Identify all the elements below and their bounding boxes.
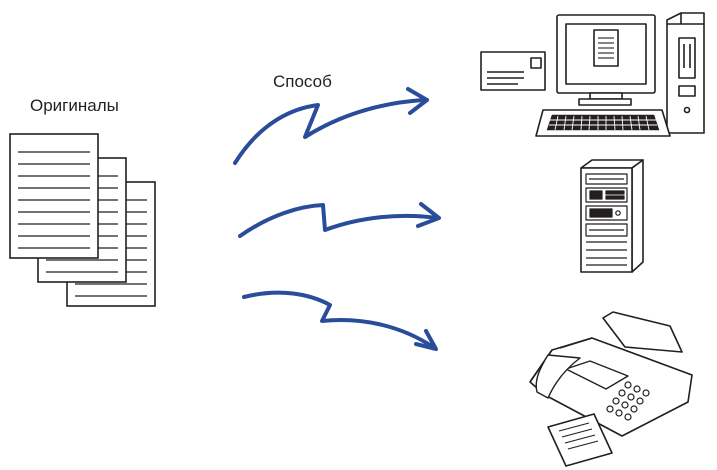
arrow-to-fax (242, 290, 438, 351)
arrow-to-server (238, 202, 441, 238)
arrow-to-computer (233, 87, 429, 165)
computer-workstation-icon (480, 12, 705, 137)
stacked-documents-icon (9, 133, 156, 307)
originals-label: Оригиналы (30, 96, 119, 115)
method-label: Способ (273, 72, 332, 91)
fax-machine-icon (529, 311, 693, 467)
server-tower-icon (580, 159, 644, 273)
envelope-icon (480, 51, 546, 91)
